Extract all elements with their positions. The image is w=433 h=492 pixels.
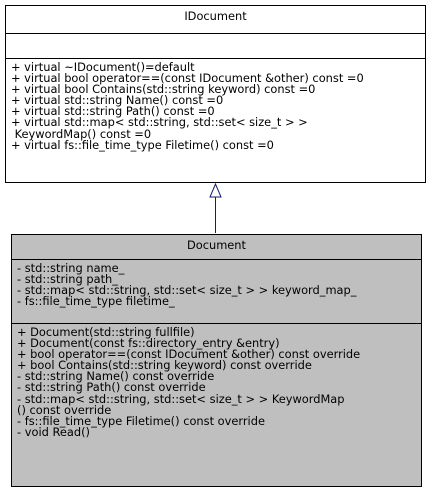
base-method: + virtual std::string Name() const =0: [11, 93, 224, 108]
derived-method: - fs::file_time_type Filetime() const ov…: [17, 413, 265, 428]
derived-method: - std::string Name() const override: [17, 369, 215, 384]
derived-attribute: - std::string name_: [17, 261, 125, 275]
base-class-idocument[interactable]: IDocument + virtual ~IDocument()=default…: [5, 5, 426, 183]
inheritance-arrowhead: [209, 182, 222, 198]
base-method: + virtual ~IDocument()=default: [11, 60, 195, 74]
base-method: KeywordMap() const =0: [11, 126, 152, 141]
base-class-attributes: [6, 33, 425, 58]
base-method: + virtual bool operator==(const IDocumen…: [11, 71, 364, 86]
derived-method: - std::map< std::string, std::set< size_…: [17, 391, 345, 406]
derived-class-methods: + Document(std::string fullfile) + Docum…: [12, 323, 421, 441]
derived-class-attributes: - std::string name_ - std::string path_ …: [12, 259, 421, 323]
derived-method: - void Read(): [17, 424, 90, 439]
derived-method: + bool operator==(const IDocument &other…: [17, 347, 361, 362]
derived-attribute: - fs::file_time_type filetime_: [17, 294, 175, 309]
base-method: + virtual std::string Path() const =0: [11, 104, 215, 119]
base-method: + virtual std::map< std::string, std::se…: [11, 115, 308, 130]
derived-attribute: - std::string path_: [17, 272, 118, 287]
base-method: + virtual bool Contains(std::string keyw…: [11, 82, 316, 97]
base-method: + virtual fs::file_time_type Filetime() …: [11, 137, 274, 152]
derived-method: - std::string Path() const override: [17, 380, 206, 395]
derived-class-document[interactable]: Document - std::string name_ - std::stri…: [11, 234, 422, 487]
derived-method: + Document(std::string fullfile): [17, 325, 195, 339]
derived-method: + bool Contains(std::string keyword) con…: [17, 358, 312, 373]
base-class-methods: + virtual ~IDocument()=default + virtual…: [6, 58, 425, 154]
base-class-title: IDocument: [184, 9, 247, 23]
derived-method: + Document(const fs::directory_entry &en…: [17, 336, 280, 351]
derived-attribute: - std::map< std::string, std::set< size_…: [17, 283, 357, 298]
derived-class-title: Document: [186, 238, 246, 252]
derived-method: () const override: [17, 402, 112, 417]
